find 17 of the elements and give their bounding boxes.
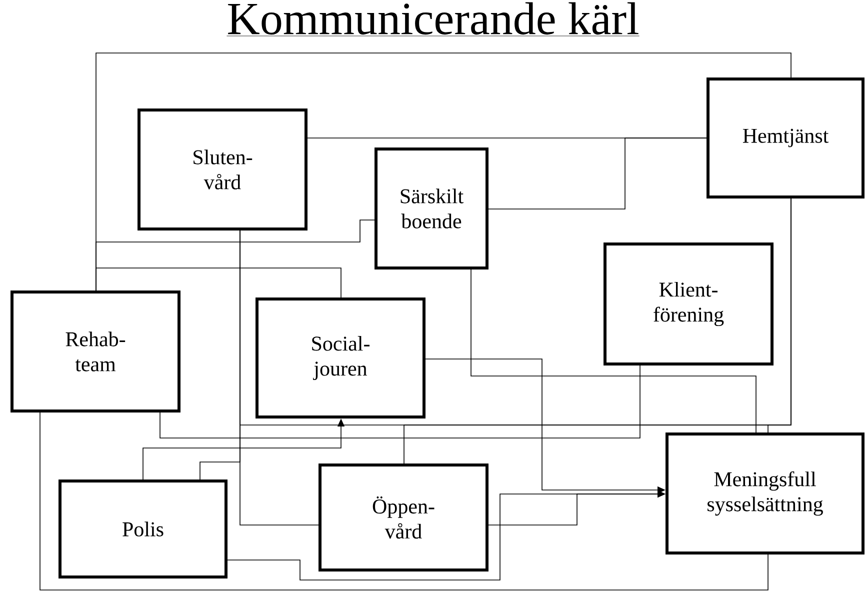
process-box: Hemtjänst: [706, 78, 865, 198]
title: Kommunicerande kärl: [226, 2, 640, 36]
connector-line: [200, 230, 240, 480]
connector-line: [96, 268, 342, 298]
process-box: Klient- förening: [604, 242, 774, 366]
process-box: Särskilt boende: [374, 148, 488, 270]
connector-line: [40, 412, 768, 590]
process-box: Rehab- team: [10, 290, 180, 412]
connector-line: [160, 365, 640, 438]
connector-line: [768, 198, 792, 433]
process-box: Polis: [58, 480, 228, 578]
process-box: Öppen- vård: [318, 464, 488, 572]
process-box: Sluten- vård: [138, 108, 308, 230]
connector-line: [470, 269, 756, 433]
process-box: Social- jouren: [256, 298, 426, 418]
connector-line: [488, 138, 707, 210]
process-box: Meningsfull sysselsättning: [666, 432, 865, 554]
